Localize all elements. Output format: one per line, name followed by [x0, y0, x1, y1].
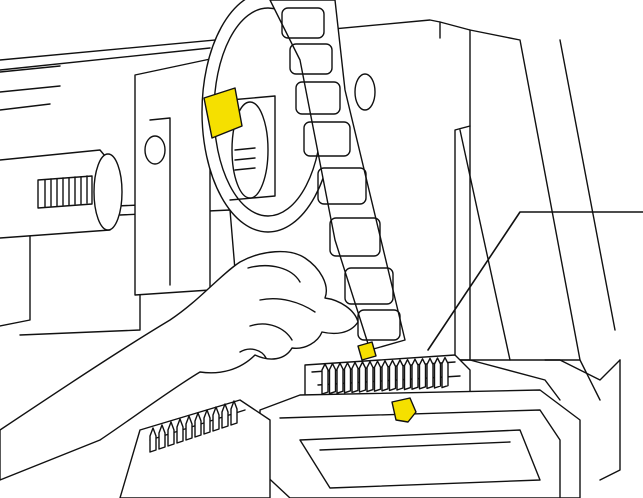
callout-leader-line [427, 211, 643, 351]
sensor-tooth [403, 358, 412, 391]
guide-tooth [221, 403, 229, 429]
sensor-tooth [433, 357, 442, 389]
hand [0, 250, 359, 481]
label [289, 43, 333, 75]
yellow-latch-left [357, 341, 377, 361]
left-lower-guide [119, 399, 271, 498]
sensor-tooth [426, 357, 434, 390]
guide-tooth [167, 421, 175, 447]
sensor-tooth [411, 358, 419, 390]
sensor-tooth [381, 360, 389, 392]
sensor-tooth [321, 363, 329, 395]
guide-tooth [212, 406, 220, 432]
sensor-tooth [388, 359, 397, 392]
label [344, 267, 394, 305]
left-guide-teeth [149, 400, 238, 453]
sensor-tooth [418, 358, 427, 390]
label [295, 81, 341, 115]
label [357, 309, 401, 341]
sensor-tooth [396, 359, 404, 391]
guide-tooth [185, 415, 193, 441]
spindle [0, 73, 376, 239]
guide-tooth [203, 409, 211, 435]
guide-tooth [176, 418, 184, 444]
label [317, 167, 367, 205]
sensor-tooth [343, 362, 352, 394]
label [329, 217, 381, 257]
sensor-tooth [336, 362, 344, 394]
sensor-tooth [351, 361, 359, 394]
label-strip [269, 0, 406, 351]
guide-tooth [158, 424, 166, 450]
sensor-tooth [328, 362, 337, 395]
yellow-latch-center [391, 397, 417, 423]
sensor-tooth [358, 361, 367, 393]
label [303, 121, 351, 157]
yellow-guide-tab [203, 87, 243, 139]
guide-tooth [149, 427, 157, 453]
guide-tooth [194, 412, 202, 438]
sensor-teeth [321, 356, 449, 395]
sensor-tooth [441, 356, 449, 389]
guide-tooth [230, 400, 238, 426]
base-plate [259, 389, 581, 498]
sensor-tooth [366, 360, 374, 393]
sensor-tooth [373, 360, 382, 392]
label [281, 7, 325, 39]
